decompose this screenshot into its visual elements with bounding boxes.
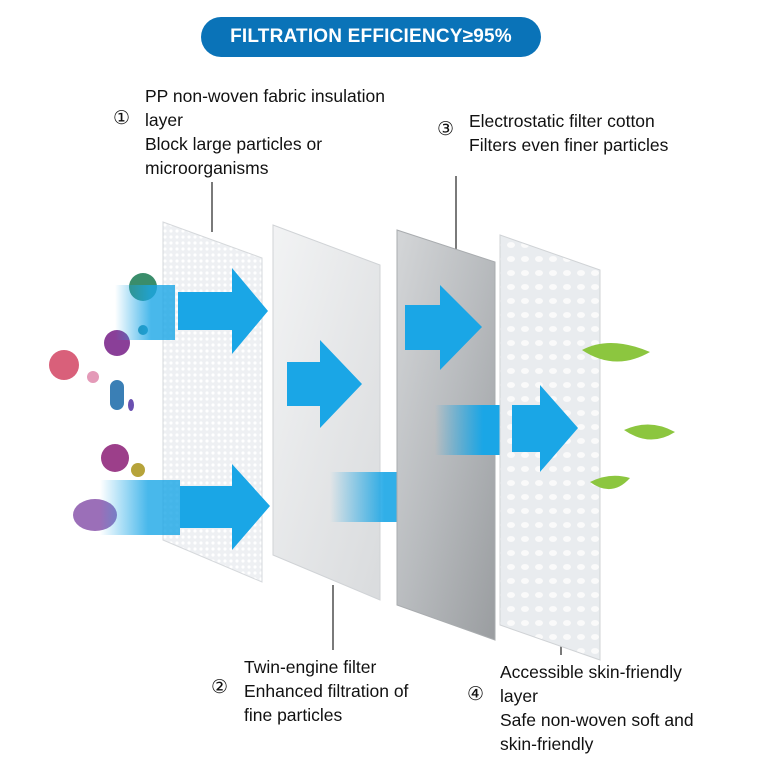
layer-1-number: ① [113,108,131,129]
label-line: Accessible skin-friendly [500,662,682,682]
arrow-icon [512,385,578,472]
leaf-icon [624,424,675,440]
layer-3-description: Electrostatic filter cotton Filters even… [469,109,668,157]
label-line: Filters even finer particles [469,135,669,155]
label-line: microorganisms [145,158,269,178]
label-line: skin-friendly [500,734,594,754]
arrow-icon [178,268,268,354]
filtration-efficiency-banner: FILTRATION EFFICIENCY≥95% [201,17,541,57]
virus-icon [49,350,79,380]
label-line: Twin-engine filter [244,657,377,677]
label-line: Block large particles or [145,134,323,154]
layer-4-number: ④ [467,684,485,705]
layer-3-number: ③ [437,119,455,140]
layer-1-description: PP non-woven fabric insulation layer Blo… [145,84,385,180]
arrow-icon [405,285,482,370]
leaf-icon [582,342,650,362]
bacteria-icon [110,380,124,410]
virus-icon [87,371,99,383]
leaf-icon [590,475,630,490]
layer-2-number: ② [211,677,229,698]
label-line: Electrostatic filter cotton [469,111,655,131]
layer-2-description: Twin-engine filter Enhanced filtration o… [244,655,408,727]
label-line: PP non-woven fabric insulation [145,86,385,106]
label-line: Enhanced filtration of [244,681,409,701]
label-line: layer [500,686,538,706]
virus-icon [101,444,129,472]
layer-4-description: Accessible skin-friendly layer Safe non-… [500,660,694,756]
virus-icon [131,463,145,477]
label-line: Safe non-woven soft and [500,710,694,730]
bacteria-icon [128,399,134,411]
arrow-icon [180,464,270,550]
label-line: fine particles [244,705,343,725]
arrow-icon [287,340,362,428]
label-line: layer [145,110,183,130]
